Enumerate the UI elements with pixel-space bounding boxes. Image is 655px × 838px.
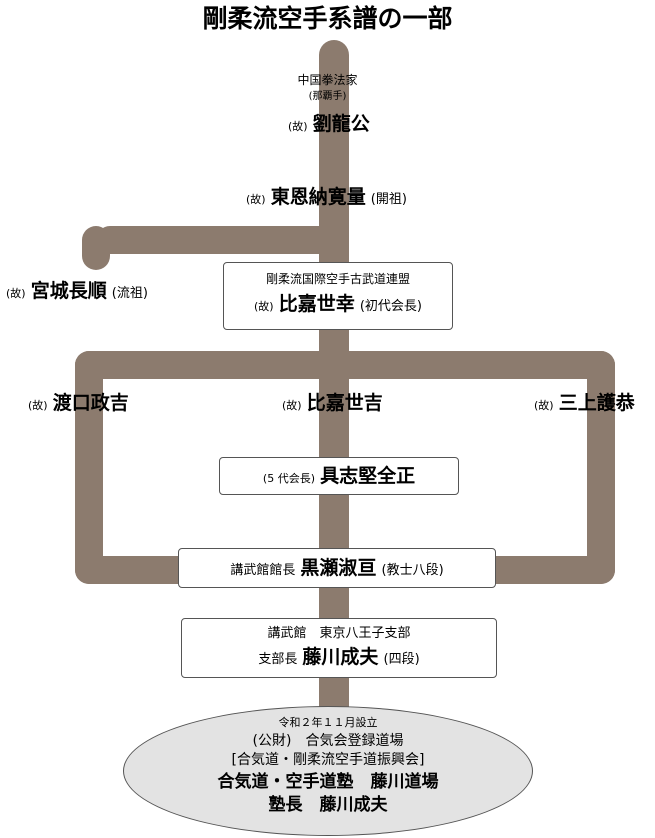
dojo-ellipse: 令和２年１１月設立 (公財) 合気会登録道場 [合気道・剛柔流空手道振興会] 合… — [123, 706, 533, 836]
higa-seikichi-name: 比嘉世吉 — [306, 392, 383, 414]
branch-head-title: 支部長 — [258, 652, 298, 667]
deceased-label: (故) — [288, 120, 308, 133]
chinese-master-style: (那覇手) — [308, 91, 347, 102]
chinese-master-origin: 中国拳法家 — [297, 73, 358, 87]
higashionna-role: (開祖) — [370, 192, 407, 207]
higa-seikichi-node: (故) 比嘉世吉 — [282, 394, 383, 413]
dojo-association: [合気道・剛柔流空手道振興会] — [231, 752, 425, 768]
federation-box: 剛柔流国際空手古武道連盟 (故) 比嘉世幸 (初代会長) — [223, 262, 453, 330]
higashionna-name: 東恩納寛量 — [270, 186, 366, 208]
dojo-head: 塾長 藤川成夫 — [268, 795, 388, 815]
president-order-label: (5 代会長) — [262, 472, 315, 485]
deceased-label: (故) — [254, 300, 274, 313]
miyagi-branch-line — [96, 226, 336, 254]
toguchi-node: (故) 渡口政吉 — [28, 394, 129, 413]
deceased-label: (故) — [534, 399, 554, 412]
branch-head-rank: (四段) — [383, 652, 420, 667]
gushiken-name: 具志堅全正 — [320, 465, 416, 487]
higashionna-node: (故) 東恩納寛量 (開祖) — [246, 188, 407, 207]
miyagi-role: (流祖) — [111, 286, 148, 301]
kurose-rank: (教士八段) — [381, 563, 444, 578]
federation-president-role: (初代会長) — [359, 299, 422, 314]
horizontal-branch-line — [75, 351, 615, 379]
chinese-master-node: (故) 劉龍公 — [288, 115, 370, 134]
gushiken-node: (5 代会長) 具志堅全正 — [220, 467, 458, 486]
kurose-box: 講武館館長 黒瀬淑亘 (教士八段) — [178, 548, 496, 588]
mikami-node: (故) 三上護恭 — [534, 394, 635, 413]
federation-president: (故) 比嘉世幸 (初代会長) — [224, 295, 452, 314]
branch-head: 支部長 藤川成夫 (四段) — [182, 648, 496, 667]
gushiken-box: (5 代会長) 具志堅全正 — [219, 457, 459, 495]
deceased-label: (故) — [246, 193, 266, 206]
deceased-label: (故) — [6, 287, 26, 300]
branch-head-name: 藤川成夫 — [302, 646, 379, 668]
mikami-name: 三上護恭 — [558, 392, 635, 414]
page-title: 剛柔流空手系譜の一部 — [202, 4, 453, 33]
miyagi-node: (故) 宮城長順 (流祖) — [6, 282, 148, 301]
main-trunk-line — [319, 40, 349, 720]
branch-name: 講武館 東京八王子支部 — [267, 626, 411, 641]
miyagi-name: 宮城長順 — [30, 280, 107, 302]
miyagi-drop-line — [82, 226, 110, 270]
kurose-title: 講武館館長 — [230, 563, 296, 578]
deceased-label: (故) — [282, 399, 302, 412]
dojo-founded: 令和２年１１月設立 — [278, 716, 378, 729]
kurose-name: 黒瀬淑亘 — [300, 557, 377, 579]
toguchi-name: 渡口政吉 — [52, 392, 129, 414]
kurose-node: 講武館館長 黒瀬淑亘 (教士八段) — [179, 559, 495, 578]
dojo-name: 合気道・空手道塾 藤川道場 — [217, 772, 439, 792]
dojo-registration: (公財) 合気会登録道場 — [252, 733, 404, 749]
deceased-label: (故) — [28, 399, 48, 412]
federation-org-name: 剛柔流国際空手古武道連盟 — [265, 272, 410, 286]
left-loop-line — [75, 351, 103, 584]
right-loop-line — [587, 351, 615, 584]
chinese-master-name: 劉龍公 — [312, 113, 370, 135]
branch-box: 講武館 東京八王子支部 支部長 藤川成夫 (四段) — [181, 618, 497, 678]
federation-president-name: 比嘉世幸 — [278, 293, 355, 315]
